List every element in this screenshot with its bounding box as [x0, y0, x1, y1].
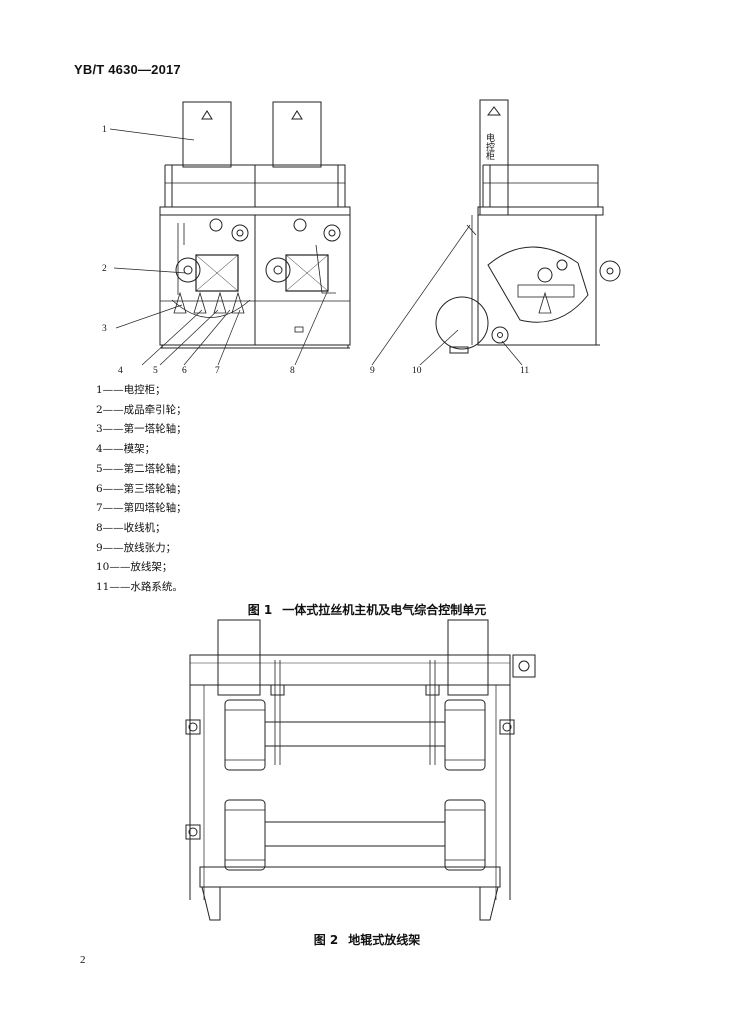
figure-1-number: 图 1 [247, 603, 273, 617]
front-view [159, 101, 351, 349]
figure-1-legend: 1——电控柜； 2——成品牵引轮； 3——第一塔轮轴； 4——模架； 5——第二… [96, 381, 187, 598]
figure-1-caption: 图 1 一体式拉丝机主机及电气综合控制单元 [0, 601, 734, 618]
figure-2-title: 地辊式放线架 [348, 933, 421, 947]
figure-1-title: 一体式拉丝机主机及电气综合控制单元 [282, 603, 487, 617]
control-cabinet-left [182, 101, 232, 168]
legend-item: 6——第三塔轮轴； [96, 482, 187, 495]
standard-id: YB/T 4630—2017 [74, 62, 181, 77]
legend-item: 9——放线张力； [96, 541, 177, 554]
motor-left [217, 619, 261, 696]
roller-upper-right [444, 699, 486, 771]
callout-6: 6 [182, 366, 187, 376]
roller-shaft-upper [264, 721, 446, 747]
legend-item: 10——放线架； [96, 561, 173, 574]
water-pump [491, 326, 509, 344]
legend-item: 2——成品牵引轮； [96, 403, 187, 416]
callout-1: 1 [102, 125, 107, 135]
callout-8: 8 [290, 366, 295, 376]
page-number: 2 [80, 954, 86, 966]
figure-2-drawing [185, 619, 536, 921]
warning-icon [201, 110, 303, 120]
callout-9: 9 [370, 366, 375, 376]
legend-item: 8——收线机； [96, 521, 166, 534]
legend-item: 5——第二塔轮轴； [96, 462, 187, 475]
leader-lines [109, 128, 523, 366]
roller-shaft-lower [264, 821, 446, 847]
callout-7: 7 [215, 366, 220, 376]
callout-5: 5 [153, 366, 158, 376]
figure-1-drawing: 1 2 3 4 5 6 7 8 9 10 11 电控柜 [102, 99, 621, 376]
motor-right [447, 619, 489, 696]
legend-item: 11——水路系统。 [96, 581, 183, 594]
callout-10: 10 [412, 366, 422, 376]
cabinet-label: 电控柜 [484, 132, 495, 161]
figure-2-number: 图 2 [313, 933, 339, 947]
legend-item: 4——模架； [96, 443, 156, 456]
callout-11: 11 [520, 366, 529, 376]
side-view [435, 99, 621, 354]
callout-2: 2 [102, 264, 107, 274]
figure-2-caption: 图 2 地辊式放线架 [0, 931, 734, 948]
callout-3: 3 [102, 324, 107, 334]
payoff-reel [435, 296, 489, 350]
roller-lower-right [444, 799, 486, 871]
roller-upper-left [224, 699, 266, 771]
legend-item: 3——第一塔轮轴； [96, 423, 187, 436]
legend-item: 7——第四塔轮轴； [96, 502, 187, 515]
control-cabinet-right [272, 101, 322, 168]
roller-lower-left [224, 799, 266, 871]
legend-item: 1——电控柜； [96, 384, 166, 396]
warning-icon [487, 106, 501, 116]
callout-4: 4 [118, 366, 123, 376]
